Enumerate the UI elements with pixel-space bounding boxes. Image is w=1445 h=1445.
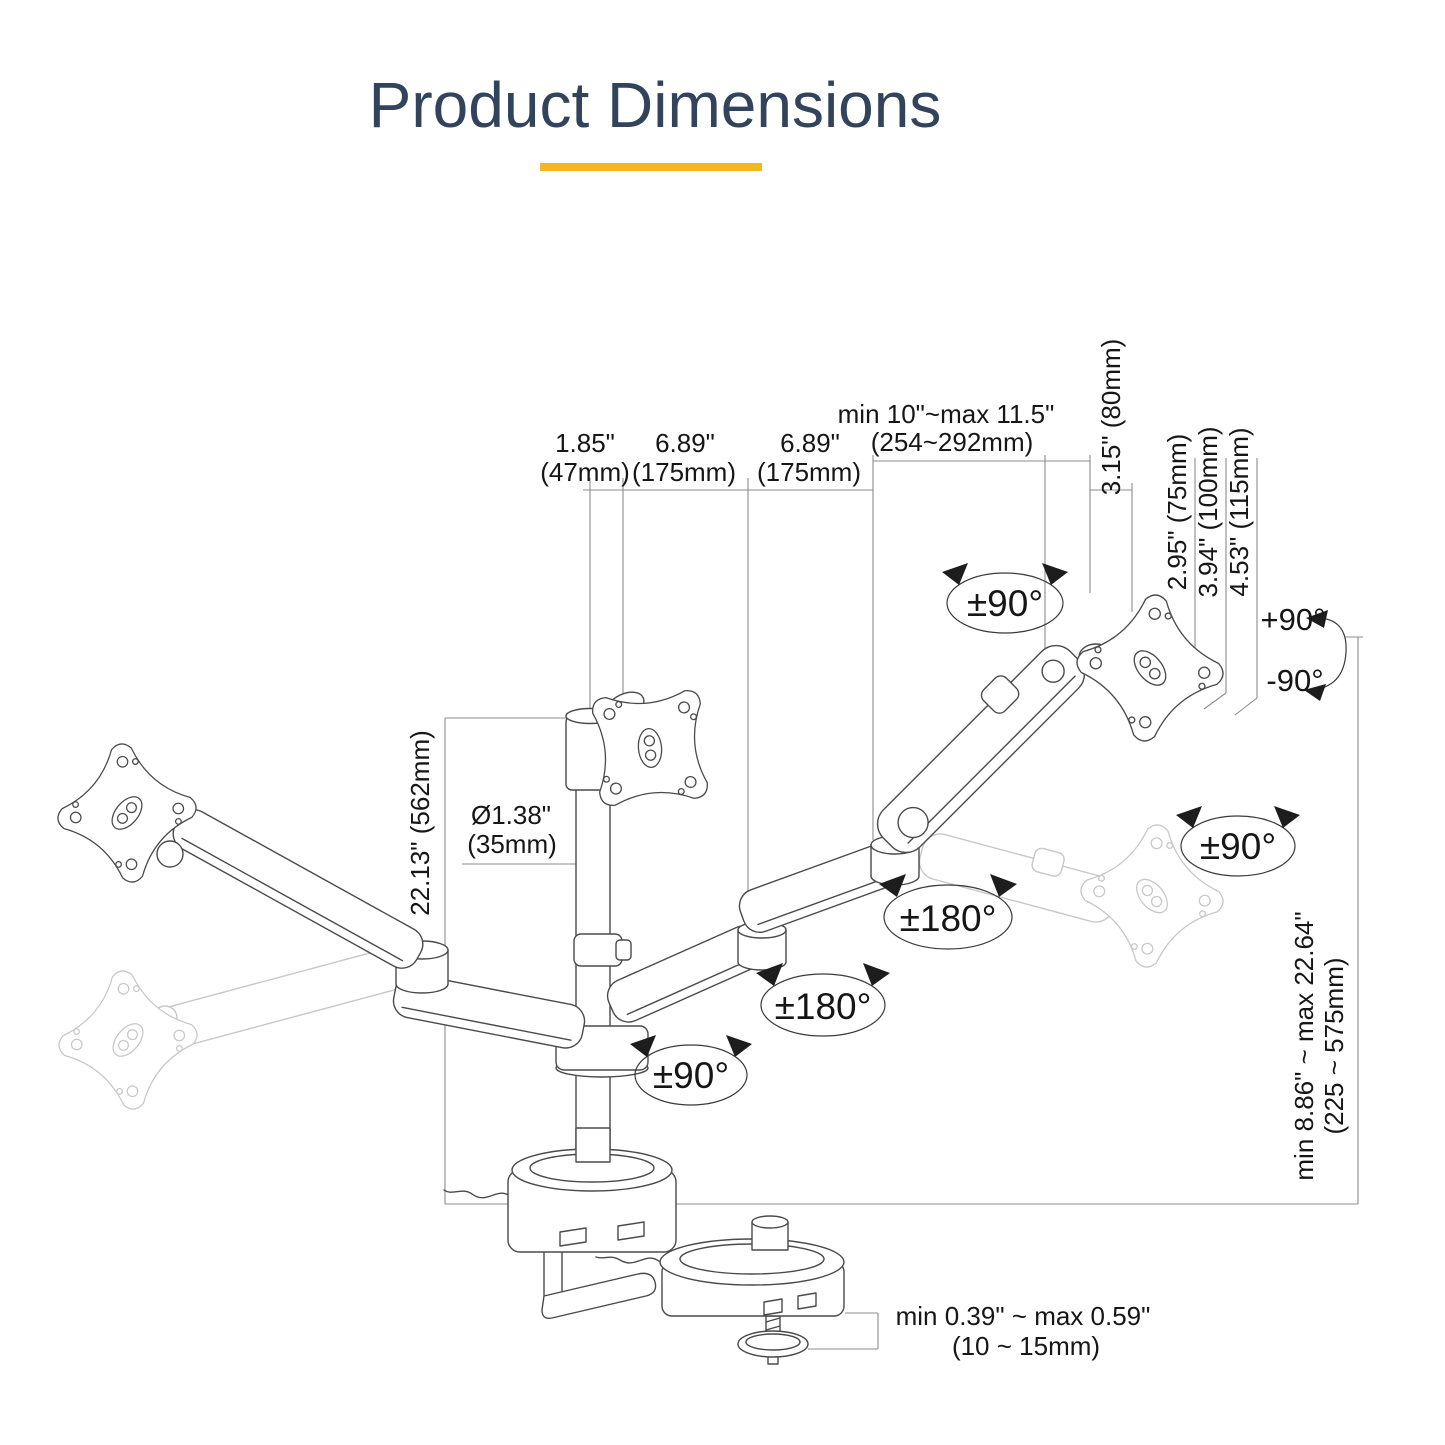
rotation-indicator-arm-inner: ±180°	[756, 963, 890, 1037]
grommet-base-detail	[595, 1215, 845, 1365]
desk-thickness-mm-label: (10 ~ 15mm)	[952, 1331, 1100, 1361]
right-elbow-joint	[737, 929, 787, 971]
page-title: Product Dimensions	[368, 69, 942, 141]
desk-clamp-base	[443, 1127, 677, 1320]
tilt-down-label: -90°	[1266, 663, 1323, 698]
reach-mm-label: (254~292mm)	[871, 427, 1034, 457]
grommet-cable	[595, 1256, 661, 1264]
rotation-indicators: ±90° ±90° ±180° ±180°	[630, 563, 1347, 1106]
vesa-plate-right	[1071, 589, 1229, 747]
rotate-arm-outer-label: ±180°	[900, 898, 997, 939]
rotate-pole-label: ±90°	[653, 1055, 729, 1096]
title-underline	[540, 163, 762, 171]
arm2-in-label: 6.89"	[780, 428, 840, 458]
rotate-end-joint-label: ±90°	[1200, 826, 1276, 867]
cable	[443, 1189, 513, 1199]
vesa-plate-left	[52, 738, 202, 888]
rotation-indicator-pole: ±90°	[630, 1035, 752, 1106]
rotation-indicator-vesa-top: ±90°	[942, 563, 1068, 634]
vesa-100-label: 3.94" (100mm)	[1193, 426, 1223, 597]
ghost-vesa-plate-left	[53, 965, 203, 1115]
tilt-up-label: +90°	[1261, 602, 1326, 637]
ghost-positions	[53, 819, 1229, 1115]
height-range-in-label: min 8.86" ~ max 22.64"	[1289, 911, 1319, 1180]
pole-bottom	[575, 1127, 611, 1163]
tilt-indicator: +90° -90°	[1261, 602, 1347, 701]
arm-cable-clip	[980, 675, 1020, 714]
clamp-foot	[541, 1272, 657, 1320]
gas-spring-arm	[876, 644, 1086, 854]
height-range-mm-label: (225 ~ 575mm)	[1319, 957, 1349, 1134]
vesa-115-label: 4.53" (115mm)	[1224, 427, 1254, 596]
pole-offset-in-label: 1.85"	[555, 428, 615, 458]
right-spring-arm	[606, 589, 1229, 1023]
left-ball-joint	[156, 840, 184, 868]
pole-height-label: 22.13" (562mm)	[405, 730, 435, 916]
ghost-right-arm	[918, 833, 1118, 923]
arm1-mm-label: (175mm)	[632, 457, 736, 487]
rotate-arm-inner-label: ±180°	[775, 986, 872, 1027]
monitor-arm-drawing	[52, 589, 1229, 1365]
arm1-in-label: 6.89"	[655, 428, 715, 458]
dimension-labels: 1.85" (47mm) 6.89" (175mm) 6.89" (175mm)…	[405, 339, 1349, 1361]
vesa-plate-center	[590, 688, 710, 808]
left-arm	[52, 738, 649, 1078]
top-vesa-mount	[565, 688, 710, 808]
rotate-vesa-top-label: ±90°	[967, 583, 1043, 624]
vesa-offset-label: 3.15" (80mm)	[1096, 339, 1126, 496]
rotation-indicator-end-joint: ±90°	[1176, 806, 1300, 877]
pole-diameter-mm-label: (35mm)	[467, 829, 557, 859]
arm2-mm-label: (175mm)	[757, 457, 861, 487]
desk-thickness-in-label: min 0.39" ~ max 0.59"	[896, 1301, 1151, 1331]
pole-offset-mm-label: (47mm)	[540, 457, 630, 487]
reach-in-label: min 10"~max 11.5"	[838, 399, 1055, 429]
vesa-75-label: 2.95" (75mm)	[1162, 434, 1192, 591]
rotation-indicator-arm-outer: ±180°	[879, 874, 1017, 950]
pole-cable-clip	[573, 933, 623, 967]
pole-diameter-in-label: Ø1.38"	[471, 800, 551, 830]
